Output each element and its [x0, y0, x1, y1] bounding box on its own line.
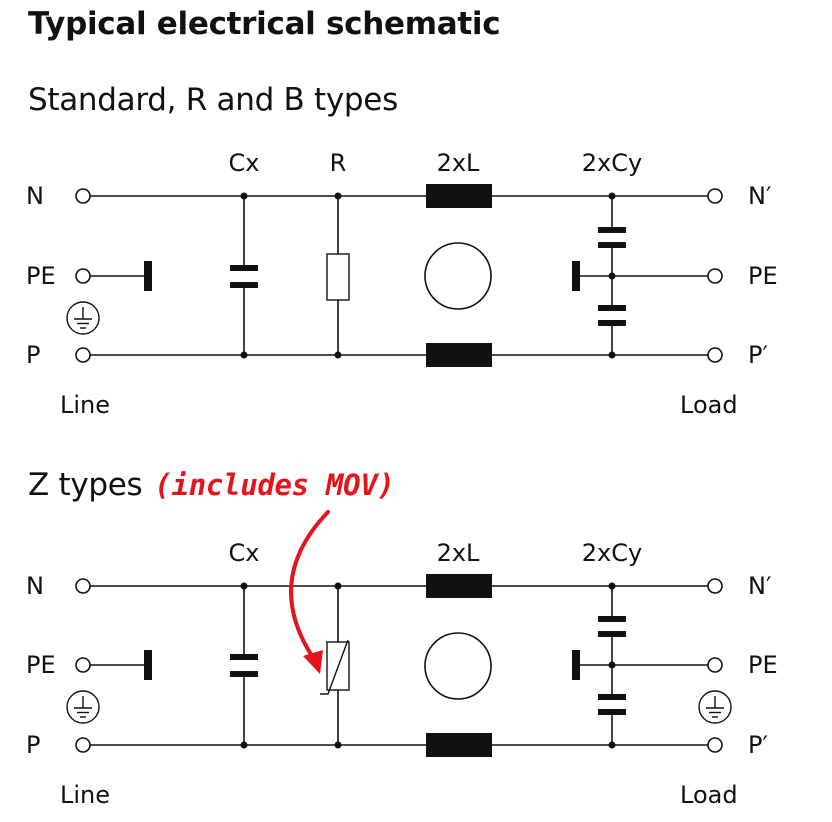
- terminal-circle-icon: [707, 737, 723, 753]
- circuit-standard: Cx R 2xL 2xCy N PE P N′ PE P′ Line Load: [26, 149, 778, 419]
- cy-capacitor-bottom: [598, 305, 626, 311]
- terminal-circle-icon: [75, 578, 91, 594]
- junction-dot: [334, 351, 342, 359]
- cy-capacitor-top: [598, 616, 626, 622]
- circuit-z-types: Cx 2xL 2xCy N PE P N′ PE P′ Line Load: [26, 510, 778, 809]
- annotation-arrow-icon: [289, 510, 330, 664]
- inductor-bottom: [426, 343, 492, 367]
- terminal-pe-in: PE: [26, 262, 56, 290]
- terminal-circle-icon: [707, 578, 723, 594]
- junction-dot: [240, 351, 248, 359]
- terminal-circle-icon: [75, 268, 91, 284]
- terminal-p-in: P: [26, 731, 40, 759]
- terminal-p-in: P: [26, 341, 40, 369]
- load-label: Load: [680, 781, 738, 809]
- section2-subtitle: Z types: [28, 467, 143, 503]
- inductor-top: [426, 574, 492, 598]
- pe-out-plate: [572, 650, 580, 680]
- terminal-pe-out: PE: [748, 262, 778, 290]
- terminal-pe-in: PE: [26, 651, 56, 679]
- label-inductor: 2xL: [437, 149, 480, 177]
- junction-dot: [240, 192, 248, 200]
- terminal-n-out: N′: [748, 572, 771, 600]
- terminal-circle-icon: [75, 188, 91, 204]
- terminal-pe-out: PE: [748, 651, 778, 679]
- terminal-circle-icon: [75, 737, 91, 753]
- terminal-n-in: N: [26, 572, 44, 600]
- inductor-bottom: [426, 733, 492, 757]
- ground-symbol-icon: [66, 301, 100, 335]
- line-label: Line: [60, 781, 110, 809]
- label-cy: 2xCy: [582, 149, 642, 177]
- core-circle: [424, 242, 492, 310]
- cx-capacitor: [230, 265, 258, 271]
- cy-capacitor-bottom: [598, 694, 626, 700]
- pe-out-plate: [572, 261, 580, 291]
- terminal-circle-icon: [75, 347, 91, 363]
- line-label: Line: [60, 391, 110, 419]
- resistor: [326, 253, 350, 301]
- pe-in-plate: [144, 650, 152, 680]
- mov-note: (includes MOV): [154, 468, 395, 502]
- label-inductor: 2xL: [437, 539, 480, 567]
- terminal-p-out: P′: [748, 731, 768, 759]
- label-cx: Cx: [229, 149, 260, 177]
- junction-dot: [334, 192, 342, 200]
- ground-symbol-icon: [66, 690, 100, 724]
- terminal-p-out: P′: [748, 341, 768, 369]
- cy-capacitor-top: [598, 227, 626, 233]
- terminal-circle-icon: [75, 657, 91, 673]
- ground-symbol-icon: [698, 690, 732, 724]
- section2-heading: Z types (includes MOV): [28, 467, 395, 503]
- terminal-circle-icon: [707, 657, 723, 673]
- label-r: R: [330, 149, 347, 177]
- terminal-n-out: N′: [748, 182, 771, 210]
- section1-subtitle: Standard, R and B types: [28, 82, 398, 118]
- core-circle: [424, 632, 492, 700]
- label-cy: 2xCy: [582, 539, 642, 567]
- terminal-circle-icon: [707, 188, 723, 204]
- label-cx: Cx: [229, 539, 260, 567]
- terminal-circle-icon: [707, 268, 723, 284]
- pe-in-plate: [144, 261, 152, 291]
- terminal-n-in: N: [26, 182, 44, 210]
- page-title: Typical electrical schematic: [28, 6, 501, 42]
- load-label: Load: [680, 391, 738, 419]
- cx-capacitor: [230, 654, 258, 660]
- terminal-circle-icon: [707, 347, 723, 363]
- inductor-top: [426, 184, 492, 208]
